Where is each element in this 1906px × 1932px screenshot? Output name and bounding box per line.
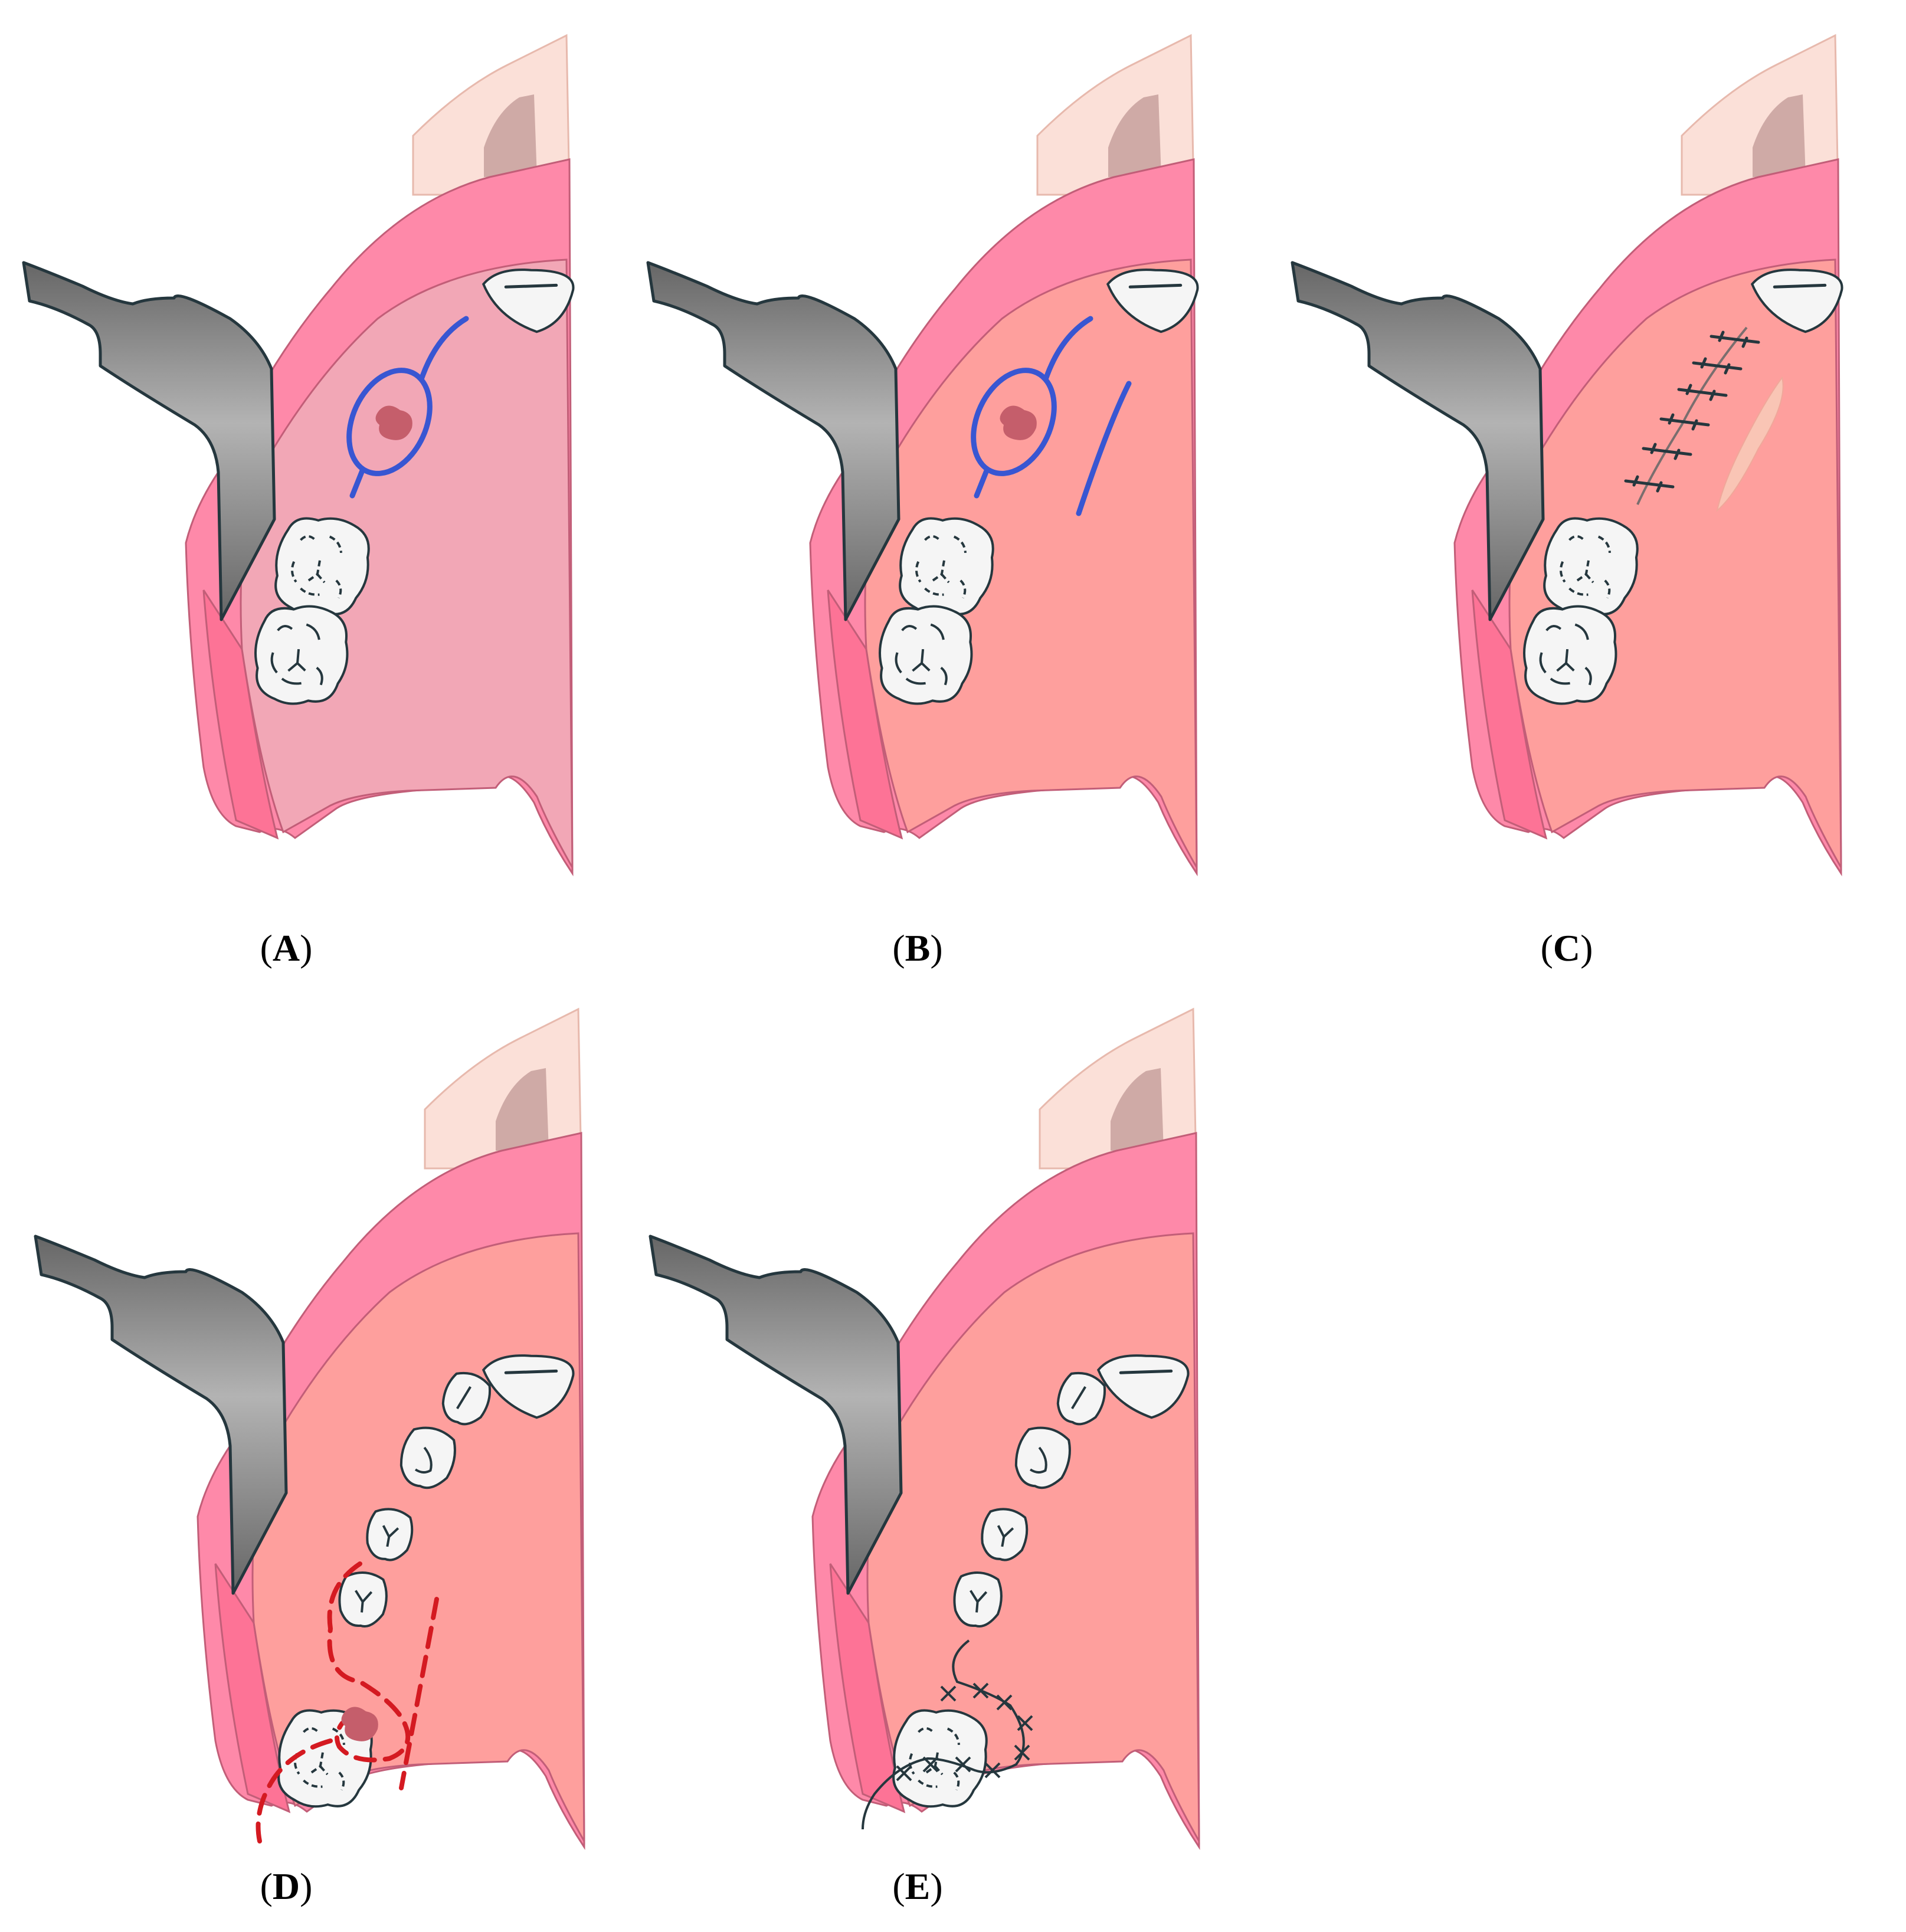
palate	[1508, 258, 1842, 871]
lip-shadow	[1111, 1068, 1164, 1151]
central-incisor-mark	[1119, 1369, 1173, 1374]
panel-b-caption: (B)	[892, 927, 943, 969]
lateral-incisor	[1056, 1371, 1106, 1426]
first-premolar	[366, 1508, 414, 1561]
panel-a-letter: A	[272, 927, 300, 969]
suture-2	[1692, 357, 1743, 375]
panel-e	[627, 974, 1240, 1871]
suture-4	[1659, 413, 1710, 431]
flap-suture-line	[862, 1639, 1025, 1830]
panel-c-caption: (C)	[1540, 927, 1593, 969]
suture-5	[1642, 443, 1692, 460]
second-molar	[1523, 605, 1617, 705]
panel-b-illustration	[646, 34, 1199, 876]
flap-suture-7	[955, 1756, 971, 1773]
suture-3	[1677, 384, 1728, 401]
flap-suture-5	[1014, 1744, 1030, 1761]
suture-6	[1624, 475, 1675, 493]
incision-lower	[974, 466, 990, 499]
flap-lateral	[399, 1597, 439, 1790]
lip-shadow	[1108, 94, 1161, 177]
central-incisor-mark	[504, 283, 558, 289]
relaxing-incision	[1076, 381, 1132, 516]
excision-outline	[971, 368, 1057, 476]
first-molar	[274, 517, 370, 616]
panel-d-letter: D	[272, 1865, 300, 1907]
central-incisor-mark	[504, 1369, 558, 1374]
panel-c-illustration	[1291, 34, 1843, 876]
incision-lower	[349, 466, 366, 499]
second-premolar	[953, 1571, 1003, 1628]
panel-a-caption: (A)	[260, 927, 313, 969]
flap-suture-8	[922, 1756, 939, 1773]
panel-e-illustration	[649, 1007, 1200, 1850]
palate	[240, 258, 574, 871]
flap-suture-9	[896, 1765, 912, 1782]
flap-outline	[327, 1561, 411, 1763]
lesion	[375, 405, 412, 440]
second-premolar	[338, 1571, 388, 1628]
lip-shadow	[484, 94, 537, 177]
canine	[1014, 1426, 1071, 1489]
panel-c	[1269, 0, 1882, 897]
first-molar	[899, 517, 994, 616]
cheek-retractor	[34, 1234, 288, 1595]
donor-site	[1716, 376, 1784, 512]
first-premolar	[981, 1508, 1029, 1561]
excision-outline	[346, 368, 433, 476]
flap-suture-2	[972, 1682, 989, 1699]
flap-suture-4	[1017, 1715, 1033, 1731]
panel-b-letter: B	[905, 927, 931, 969]
suture-line	[1636, 326, 1748, 505]
panel-a	[0, 0, 614, 897]
flap-suture-1	[940, 1685, 957, 1702]
lateral-incisor	[441, 1371, 492, 1426]
cheek-retractor	[646, 261, 900, 621]
panel-e-letter: E	[905, 1865, 931, 1907]
flap-lower	[256, 1738, 333, 1843]
panel-a-illustration	[22, 34, 575, 876]
panel-c-letter: C	[1553, 927, 1581, 969]
panel-e-caption: (E)	[892, 1865, 943, 1907]
second-molar	[254, 605, 349, 705]
lesion	[341, 1707, 378, 1741]
cheek-retractor	[1291, 261, 1545, 621]
lip-shadow	[1753, 94, 1806, 177]
flap-suture-3	[996, 1694, 1013, 1711]
central-incisor-mark	[1128, 283, 1183, 289]
lip-shadow	[496, 1068, 549, 1151]
incision-upper	[1043, 316, 1093, 381]
panel-d-illustration	[34, 1007, 585, 1850]
canine	[399, 1426, 456, 1489]
lesion	[1000, 405, 1037, 440]
panel-d	[12, 974, 625, 1871]
second-molar	[879, 605, 973, 705]
cheek-retractor	[649, 1234, 903, 1595]
central-incisor-mark	[1773, 283, 1827, 289]
first-molar	[1543, 517, 1639, 616]
panel-b	[624, 0, 1238, 897]
suture-1	[1709, 330, 1760, 348]
panel-d-caption: (D)	[260, 1865, 313, 1907]
flap-suture-6	[984, 1762, 1001, 1779]
incision-upper	[419, 316, 469, 381]
cheek-retractor	[22, 261, 276, 621]
